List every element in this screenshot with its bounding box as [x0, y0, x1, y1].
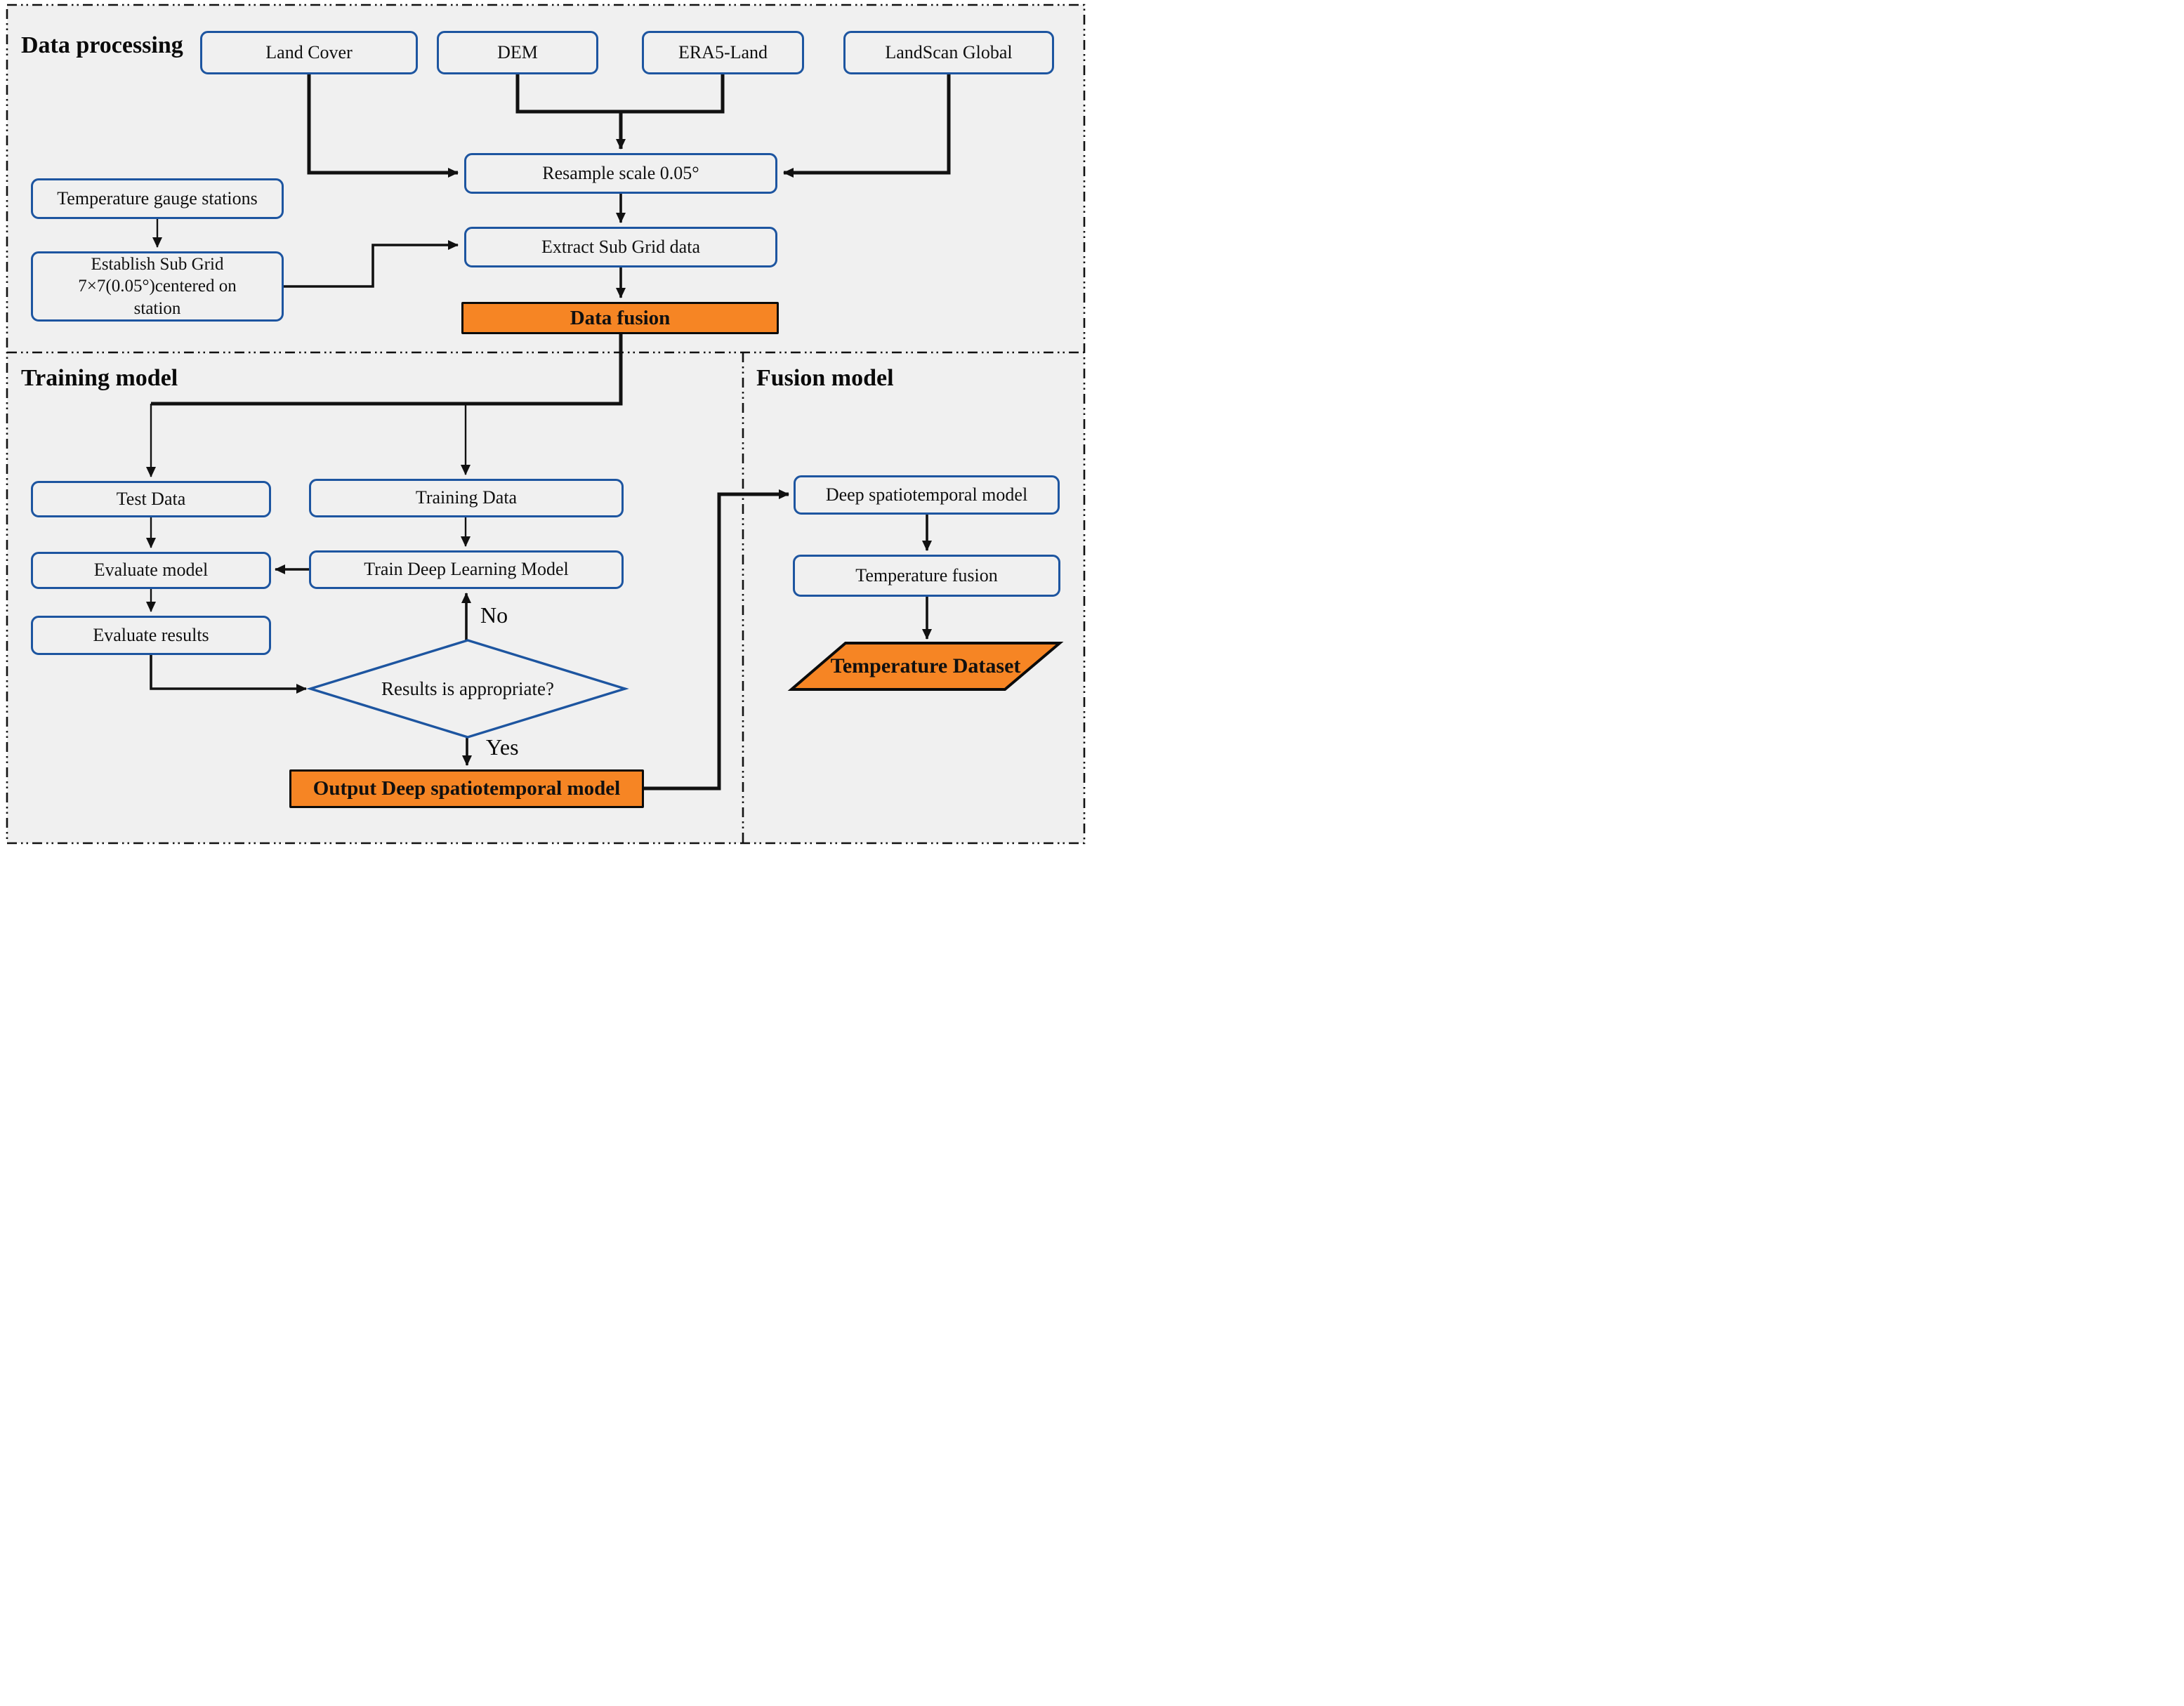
- section-title-data-processing: Data processing: [21, 32, 183, 58]
- node-training-data: Training Data: [309, 479, 624, 517]
- decision-diamond-label: Results is appropriate?: [381, 677, 554, 699]
- connector-establish-to-extract: [284, 240, 459, 288]
- edge-label-yes: Yes: [486, 734, 519, 760]
- node-deep-spatiotemporal-model: Deep spatiotemporal model: [794, 475, 1060, 515]
- node-temperature-gauge-stations: Temperature gauge stations: [31, 178, 284, 219]
- node-extract-sub-grid: Extract Sub Grid data: [464, 227, 777, 267]
- connector-output-to-deepmodel: [644, 489, 789, 791]
- node-land-cover: Land Cover: [200, 31, 418, 74]
- node-era5-land: ERA5-Land: [642, 31, 804, 74]
- node-data-fusion: Data fusion: [461, 302, 779, 334]
- node-resample-scale: Resample scale 0.05°: [464, 153, 777, 194]
- connector-evaluateresults-to-decision: [150, 655, 307, 694]
- node-evaluate-model: Evaluate model: [31, 552, 271, 589]
- node-temperature-fusion: Temperature fusion: [793, 555, 1060, 597]
- node-landscan-global: LandScan Global: [843, 31, 1054, 74]
- temperature-dataset-label: Temperature Dataset: [830, 654, 1021, 677]
- node-output-deep-spatiotemporal-model: Output Deep spatiotemporal model: [289, 769, 644, 808]
- node-dem: DEM: [437, 31, 598, 74]
- outer-section-border: [6, 4, 1086, 845]
- node-establish-sub-grid: Establish Sub Grid 7×7(0.05°)centered on…: [31, 251, 284, 322]
- connector-datafusion-split: [151, 334, 623, 406]
- temperature-dataset-shape: [787, 642, 1064, 691]
- section-title-fusion-model: Fusion model: [756, 365, 894, 391]
- node-train-deep-learning-model: Train Deep Learning Model: [309, 550, 624, 589]
- decision-diamond-shape: [306, 639, 629, 739]
- node-test-data: Test Data: [31, 481, 271, 517]
- diagram-geometry: [6, 4, 1086, 845]
- connector-landscan-to-resample: [783, 74, 951, 178]
- section-title-training-model: Training model: [21, 365, 178, 391]
- flowchart-canvas: Data processing Training model Fusion mo…: [0, 0, 1092, 853]
- node-evaluate-results: Evaluate results: [31, 616, 271, 655]
- edge-label-no: No: [480, 602, 508, 628]
- connector-landcover-to-resample: [307, 74, 459, 178]
